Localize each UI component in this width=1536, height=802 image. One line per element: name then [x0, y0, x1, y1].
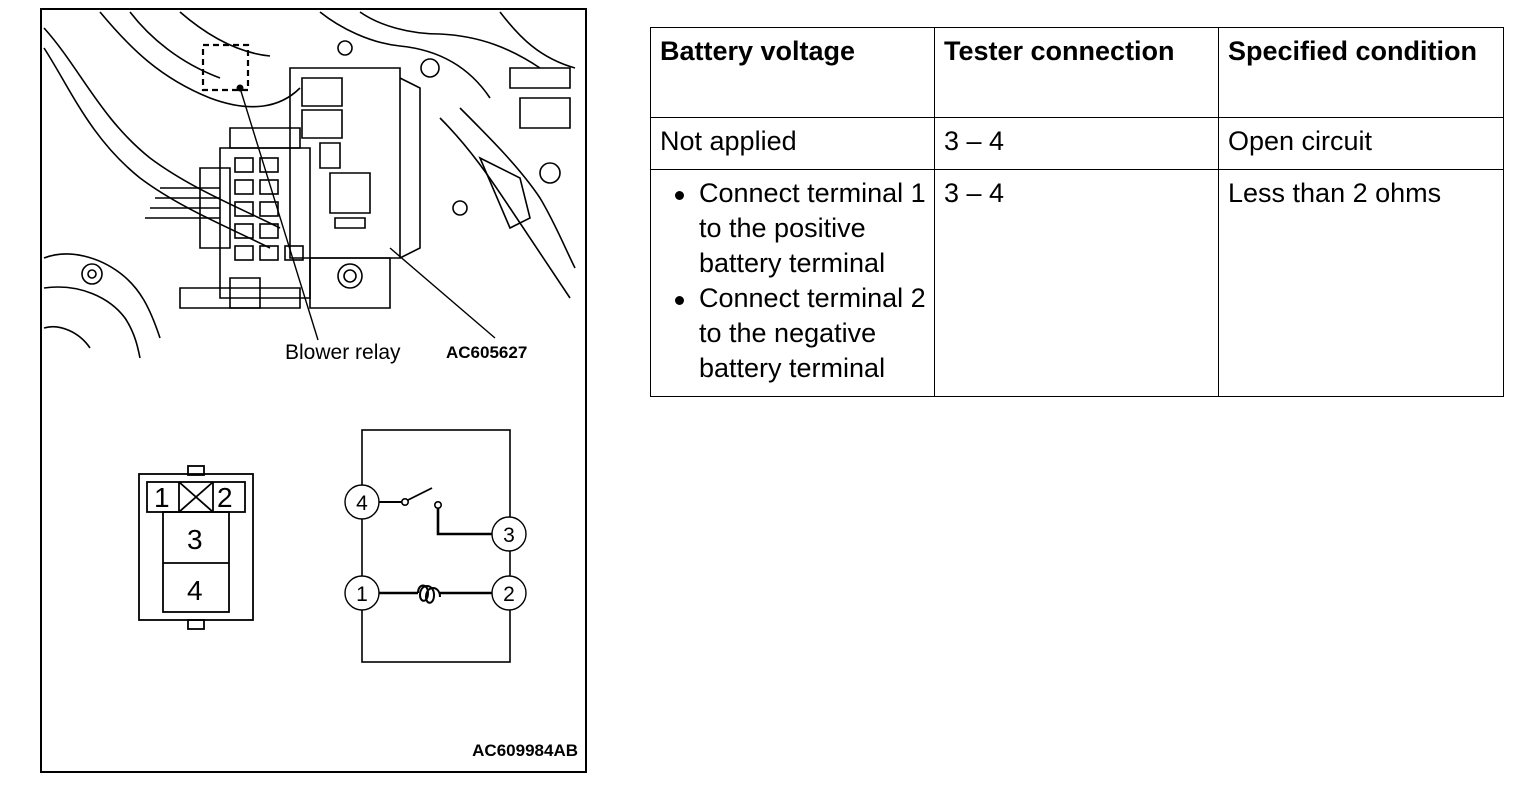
list-item: Connect terminal 2 to the negative batte… — [675, 281, 926, 386]
row2-tester-connection: 3 – 4 — [934, 169, 1219, 397]
figure-code: AC609984AB — [472, 741, 578, 760]
relay-check-table: Battery voltage Tester connection Specif… — [650, 27, 1504, 397]
schematic-terminal-2: 2 — [503, 583, 515, 606]
row2-battery-voltage: Connect terminal 1 to the positive batte… — [650, 169, 935, 397]
table-row: Connect terminal 1 to the positive batte… — [650, 169, 1504, 397]
blower-relay-illustration — [43, 11, 576, 359]
table-header-row: Battery voltage Tester connection Specif… — [650, 27, 1504, 118]
connector-terminal-1: 1 — [154, 482, 170, 513]
schematic-terminal-1: 1 — [356, 583, 368, 606]
connector-terminal-4: 4 — [187, 575, 203, 606]
relay-figure-drawing: Blower relay AC605627 1 2 3 4 — [40, 8, 587, 773]
row1-battery-voltage: Not applied — [650, 117, 935, 170]
schematic-terminal-3: 3 — [503, 524, 515, 547]
header-tester-connection: Tester connection — [934, 27, 1219, 118]
connector-terminal-3: 3 — [187, 524, 203, 555]
schematic-terminal-4: 4 — [356, 492, 368, 515]
header-specified-condition: Specified condition — [1218, 27, 1504, 118]
relay-connector-diagram — [138, 465, 254, 630]
header-battery-voltage: Battery voltage — [650, 27, 935, 118]
list-item: Connect terminal 1 to the positive batte… — [675, 176, 926, 281]
row1-specified-condition: Open circuit — [1218, 117, 1504, 170]
row1-tester-connection: 3 – 4 — [934, 117, 1219, 170]
row2-voltage-steps: Connect terminal 1 to the positive batte… — [660, 176, 926, 386]
row2-specified-condition: Less than 2 ohms — [1218, 169, 1504, 397]
relay-schematic — [344, 429, 527, 663]
figure-frame — [40, 8, 587, 773]
connector-terminal-2: 2 — [217, 482, 233, 513]
table-row: Not applied 3 – 4 Open circuit — [650, 117, 1504, 170]
blower-relay-caption: Blower relay — [285, 341, 401, 364]
photo-code: AC605627 — [446, 343, 527, 362]
relay-figure: Blower relay AC605627 1 2 3 4 — [40, 8, 587, 773]
